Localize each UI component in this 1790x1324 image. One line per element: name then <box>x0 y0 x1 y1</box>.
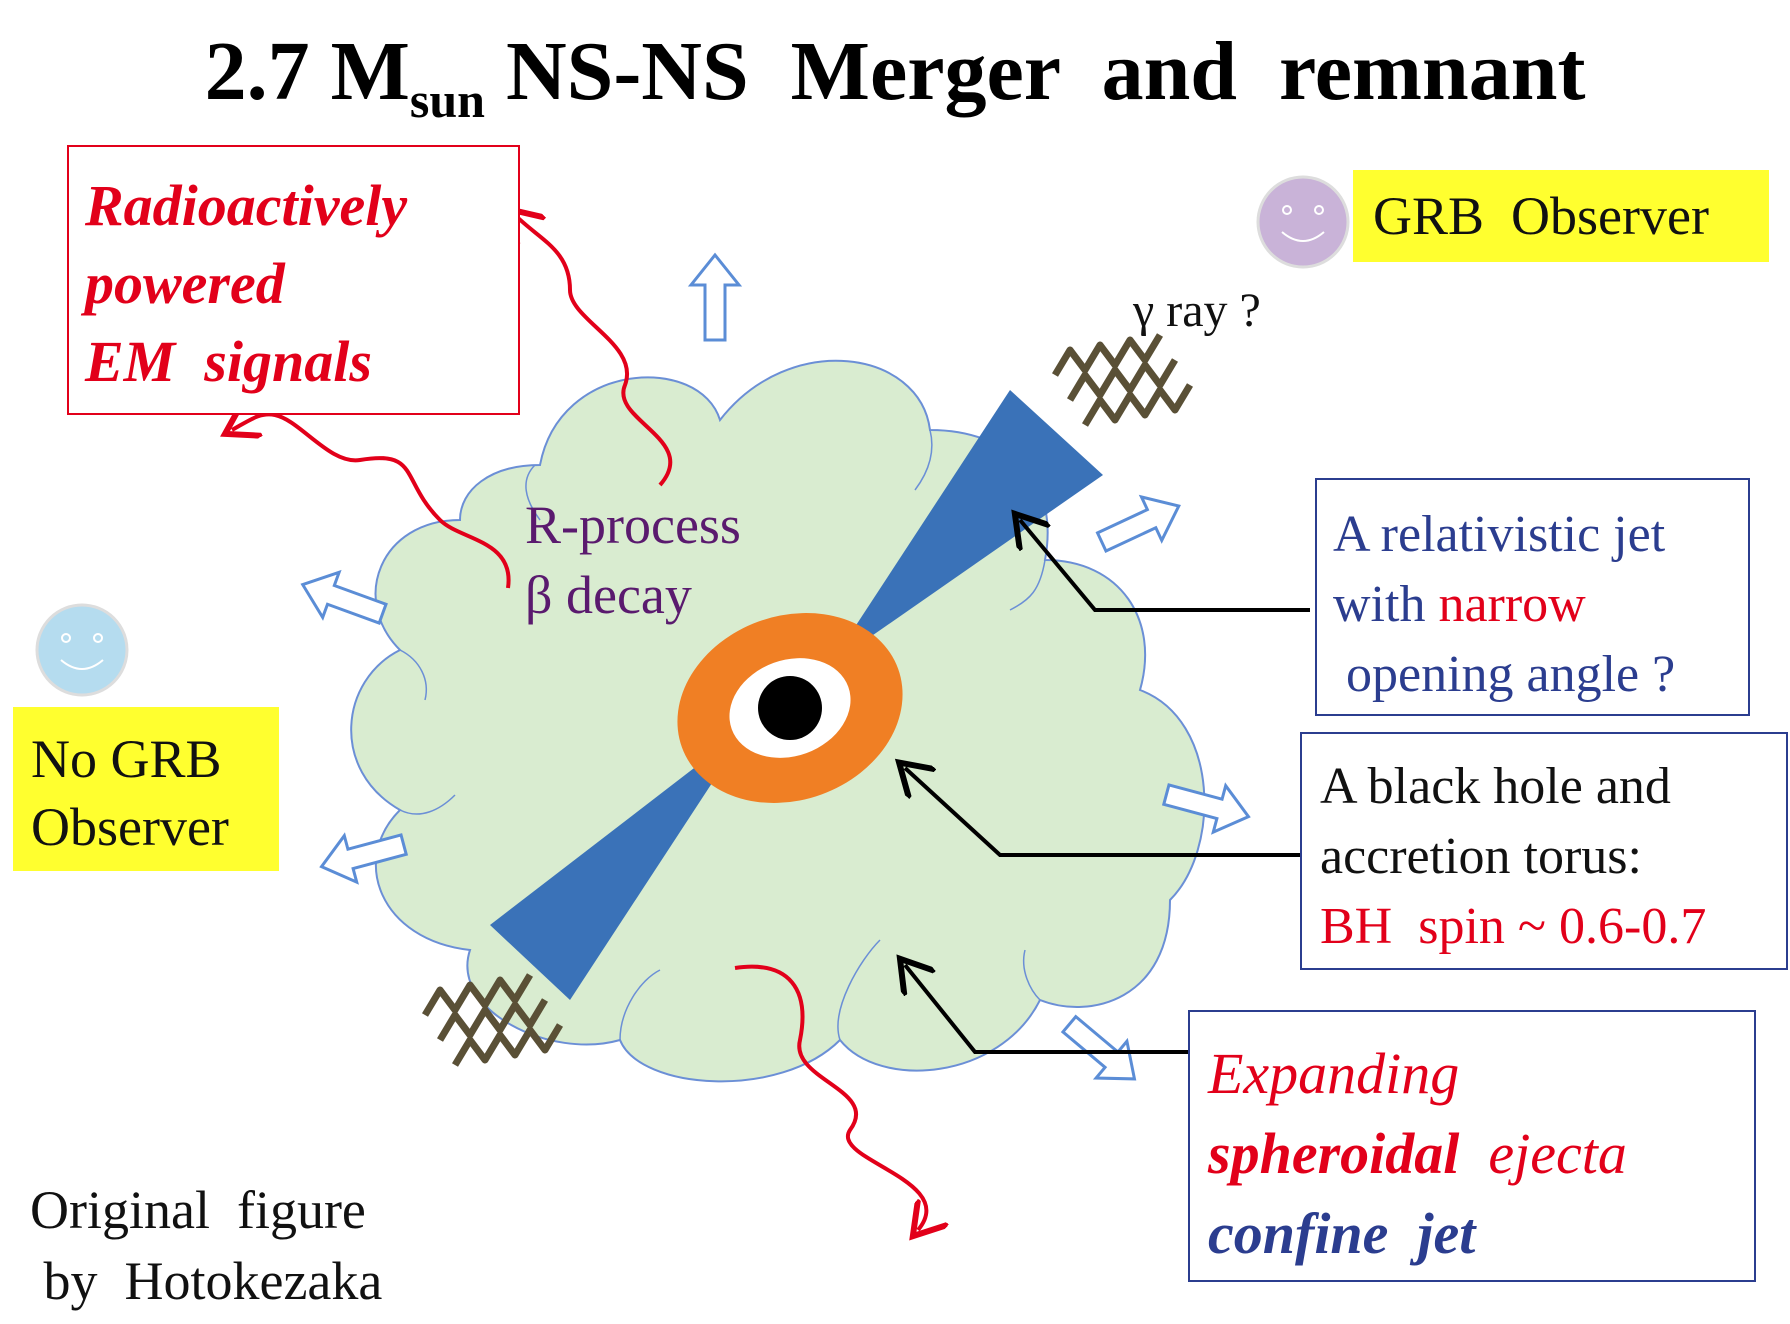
no-grb-observer-label: No GRB Observer <box>13 707 279 871</box>
smiley-observer-icon <box>1256 175 1350 269</box>
figure-credit: Original figure by Hotokezaka <box>30 1180 383 1312</box>
em-signals-box: Radioactively powered EM signals <box>67 145 520 415</box>
bh-box: A black hole and accretion torus: BH spi… <box>1300 732 1788 970</box>
em-signals-line2: powered <box>85 251 285 316</box>
gamma-wave-icon <box>421 333 1194 1067</box>
em-signals-line3: EM signals <box>85 329 372 394</box>
pointer-arrow-icon <box>905 520 1310 1054</box>
grb-observer-label: GRB Observer <box>1353 170 1769 262</box>
black-hole <box>758 676 822 740</box>
ejecta-box: Expanding spheroidal ejecta confine jet <box>1188 1010 1756 1282</box>
jet-lower <box>490 725 750 1000</box>
jet-upper <box>830 390 1103 665</box>
expansion-arrow-icon <box>300 252 1251 1081</box>
smiley-observer-icon <box>35 603 129 697</box>
em-signals-line1: Radioactively <box>85 173 408 238</box>
jet-box: A relativistic jet with narrow opening a… <box>1315 478 1750 716</box>
grb-observer-text: GRB Observer <box>1373 186 1709 246</box>
page-title: 2.7 Msun NS-NS Merger and remnant <box>204 25 1586 128</box>
gamma-ray-label: γ ray ? <box>1133 284 1261 337</box>
r-process-label: R-process β decay <box>525 495 741 625</box>
